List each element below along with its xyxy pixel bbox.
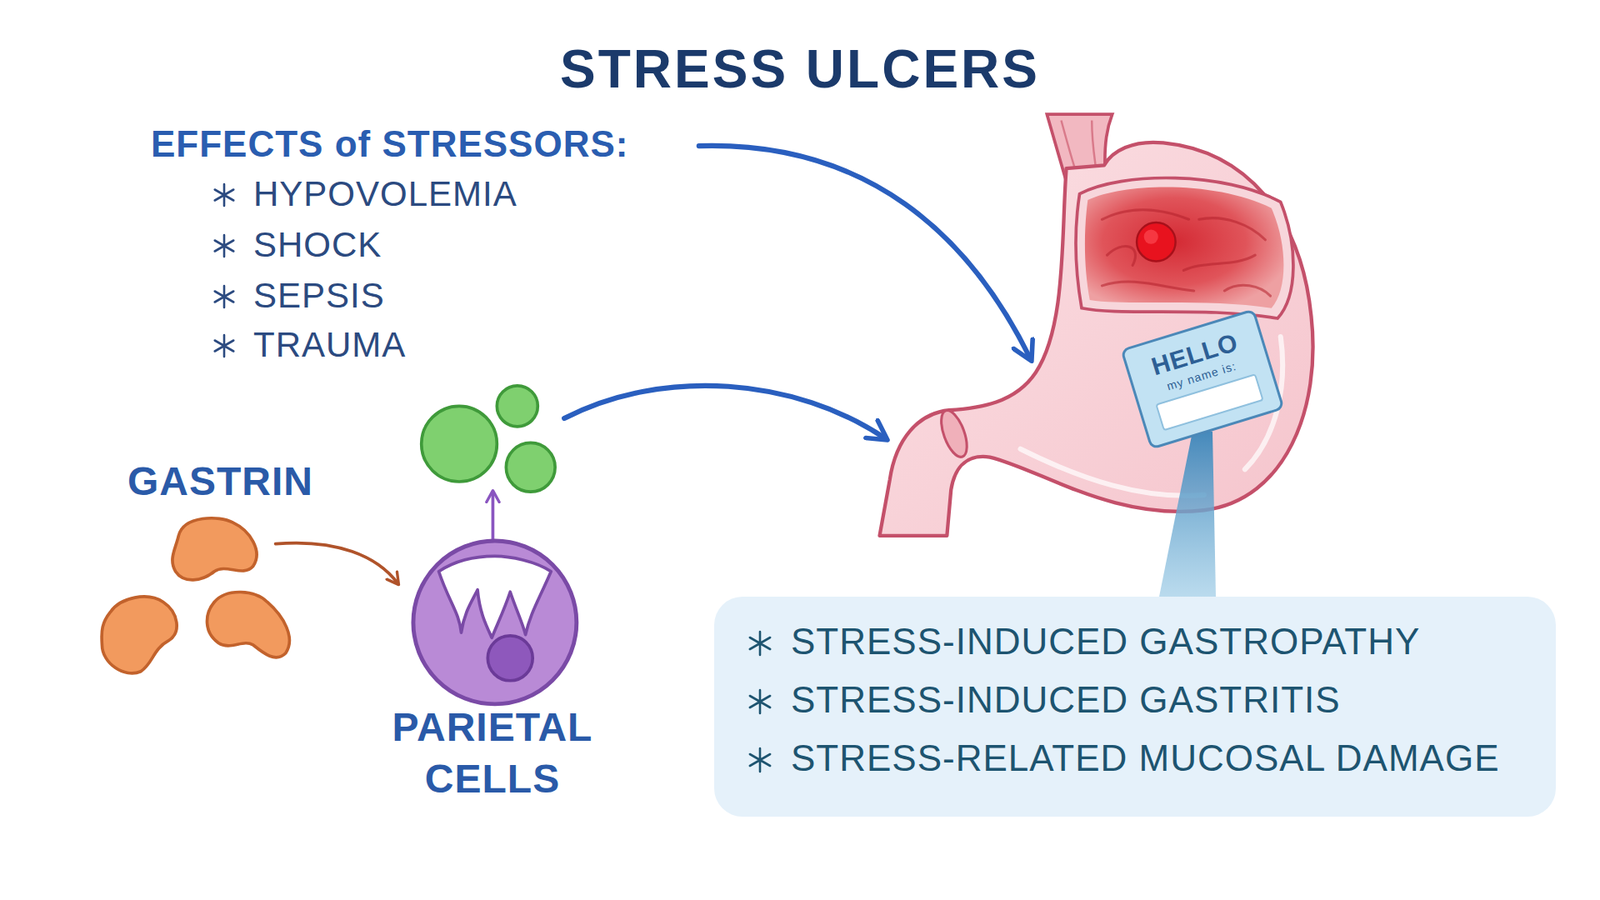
part-label: GASTRIN xyxy=(127,458,314,505)
asterisk-stroke xyxy=(215,184,235,206)
acid-arrow xyxy=(564,385,886,440)
asterisk-stroke xyxy=(750,748,770,772)
connector-band xyxy=(1159,431,1216,597)
bullet-asterisk xyxy=(211,333,237,359)
asterisk-stroke xyxy=(215,335,235,357)
asterisk-stroke xyxy=(750,690,770,714)
acid-droplets xyxy=(421,385,555,492)
stressor-arrow xyxy=(699,145,1031,360)
stressor-item: SHOCK xyxy=(253,225,382,265)
stressor-item: TRAUMA xyxy=(253,325,406,365)
section-heading: EFFECTS of STRESSORS: xyxy=(150,123,629,165)
bullet-asterisk xyxy=(211,182,237,208)
asterisk-stroke xyxy=(750,631,770,655)
bullet-asterisk xyxy=(746,746,774,774)
parietal-cell xyxy=(413,540,577,705)
bullet-asterisk xyxy=(746,688,774,715)
term-item: STRESS-INDUCED GASTROPATHY xyxy=(790,620,1420,663)
bullet-asterisk xyxy=(211,284,237,310)
secretion-arrow xyxy=(491,491,495,544)
term-item: STRESS-INDUCED GASTRITIS xyxy=(790,679,1341,721)
term-box: STRESS-INDUCED GASTROPATHY STRESS-INDUCED… xyxy=(714,596,1556,817)
stressor-item: HYPOVOLEMIA xyxy=(253,174,518,215)
gastrin-arrow xyxy=(275,543,399,585)
gastrin-molecules xyxy=(101,518,290,674)
bullet-asterisk xyxy=(746,630,774,657)
asterisk-stroke xyxy=(215,285,235,308)
bullet-asterisk xyxy=(211,233,237,259)
asterisk-stroke xyxy=(215,235,235,257)
term-item: STRESS-RELATED MUCOSAL DAMAGE xyxy=(790,737,1500,780)
part-label: PARIETAL CELLS xyxy=(367,701,618,805)
diagram-title: STRESS ULCERS xyxy=(0,38,1600,100)
stomach xyxy=(880,114,1314,536)
name-tag: HELLOmy name is: xyxy=(1120,308,1285,450)
stressor-item: SEPSIS xyxy=(253,275,385,316)
